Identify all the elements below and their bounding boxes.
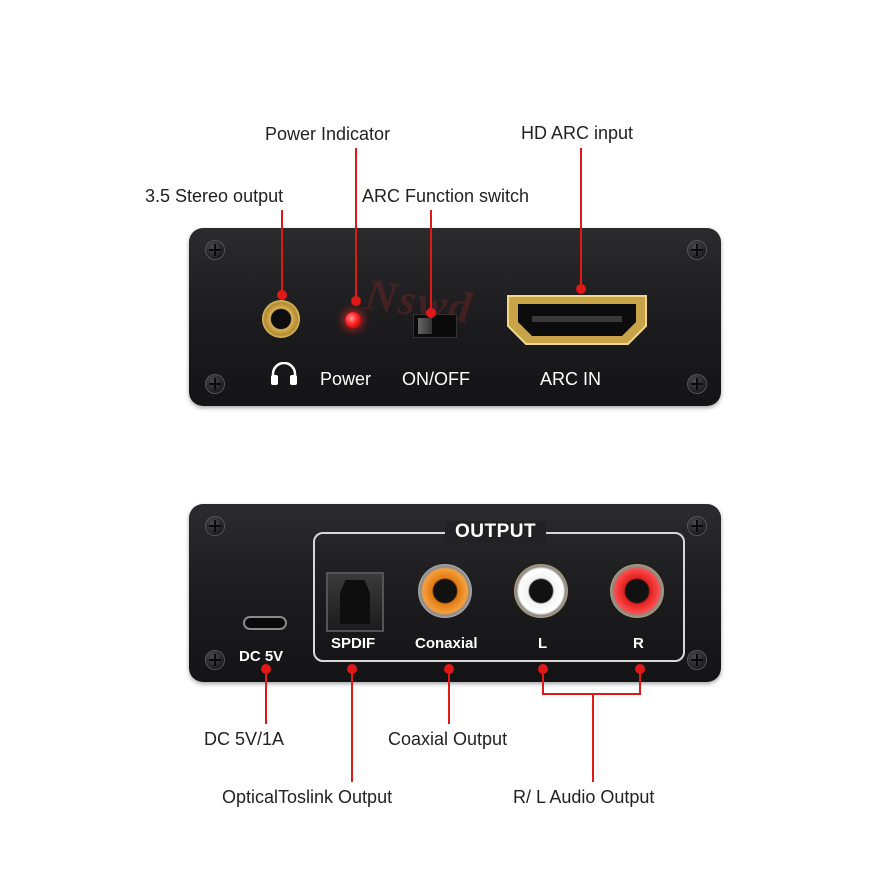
- stereo-3-5mm-jack: [262, 300, 300, 338]
- micro-usb-port: [243, 616, 287, 630]
- coaxial-label: Conaxial: [415, 635, 478, 652]
- screw-icon: [205, 516, 225, 536]
- callout-line-switch: [430, 210, 432, 312]
- screw-icon: [205, 240, 225, 260]
- rca-hole: [532, 582, 550, 600]
- right-rca-jack: [610, 564, 664, 618]
- callout-line-power: [355, 148, 357, 300]
- power-label: Power: [320, 369, 372, 389]
- coaxial-rca-jack: [418, 564, 472, 618]
- screw-icon: [205, 374, 225, 394]
- screw-icon: [687, 650, 707, 670]
- callout-line-stereo: [281, 210, 283, 295]
- callout-line-rl: [592, 693, 594, 782]
- left-rca-jack: [514, 564, 568, 618]
- callout-hd-arc-input: HD ARC input: [521, 123, 634, 143]
- screw-icon: [687, 240, 707, 260]
- arc-function-switch: [413, 314, 457, 338]
- screw-icon: [205, 650, 225, 670]
- rca-hole: [436, 582, 454, 600]
- switch-knob: [418, 318, 432, 334]
- output-title: OUTPUT: [445, 521, 547, 543]
- callout-line-left: [542, 668, 544, 694]
- callout-stereo-output: 3.5 Stereo output: [145, 186, 284, 206]
- screw-icon: [687, 374, 707, 394]
- switch-label: ON/OFF: [402, 369, 470, 389]
- callout-line-right: [639, 668, 641, 694]
- callout-coaxial-output: Coaxial Output: [388, 729, 508, 749]
- hdmi-arc-port: [504, 292, 650, 346]
- spdif-label: SPDIF: [331, 635, 376, 652]
- callout-optical-toslink-output: OpticalToslink Output: [222, 787, 393, 807]
- right-label: R: [633, 635, 644, 652]
- callout-line-rl-bar: [542, 693, 641, 695]
- callout-arc-function-switch: ARC Function switch: [362, 186, 530, 206]
- callout-dot-power: [351, 296, 361, 306]
- arc-input-panel: Nswd Power ON/OFF ARC IN: [189, 228, 721, 406]
- left-label: L: [538, 635, 548, 652]
- callout-line-coaxial: [448, 668, 450, 724]
- dc-5v-label: DC 5V: [239, 648, 284, 665]
- callout-line-spdif: [351, 668, 353, 782]
- headphones-icon: [269, 361, 299, 386]
- callout-dot-hdmi: [576, 284, 586, 294]
- callout-power-indicator: Power Indicator: [265, 124, 391, 144]
- callout-dot-stereo: [277, 290, 287, 300]
- spdif-optical-port: [326, 572, 384, 632]
- screw-icon: [687, 516, 707, 536]
- callout-line-hdmi: [580, 148, 582, 288]
- callout-dc-5v-1a: DC 5V/1A: [204, 729, 285, 749]
- callout-line-dc: [265, 668, 267, 724]
- callout-dot-switch: [426, 308, 436, 318]
- toslink-flap: [340, 580, 370, 624]
- power-led: [345, 312, 361, 328]
- callout-rl-audio-output: R/ L Audio Output: [513, 787, 655, 807]
- output-panel: OUTPUT DC 5V SPDIF Conaxial L R: [189, 504, 721, 682]
- rca-hole: [628, 582, 646, 600]
- arc-in-label: ARC IN: [540, 369, 602, 389]
